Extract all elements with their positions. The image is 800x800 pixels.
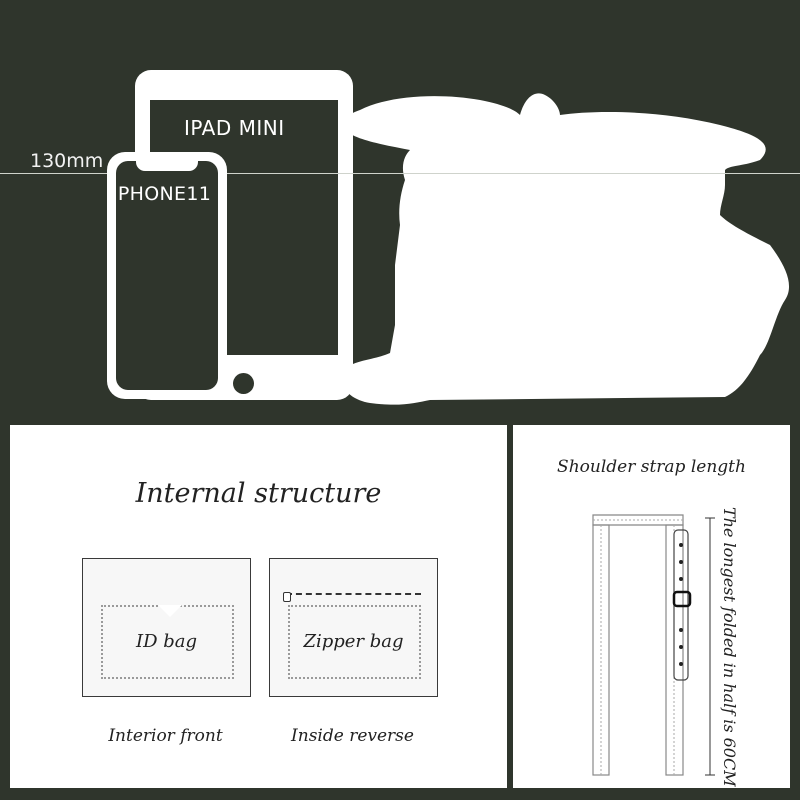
iphone-notch — [136, 161, 198, 171]
zipper-pull-icon — [283, 592, 291, 602]
internal-structure-panel: Internal structure ID bag Interior front… — [10, 425, 507, 788]
zipper-pocket — [288, 605, 421, 679]
size-comparison-section: IPAD MINI 130mm IPHONE11 — [0, 70, 800, 405]
zipper-line — [286, 593, 421, 599]
iphone-label: IPHONE11 — [112, 183, 212, 205]
bag-silhouette — [341, 93, 790, 405]
strap-panel: Shoulder strap length The longest folded… — [513, 425, 790, 788]
inside-reverse-caption: Inside reverse — [291, 726, 414, 746]
pocket-notch — [158, 605, 182, 617]
zipper-bag-card: Zipper bag — [269, 558, 438, 697]
iphone-screen — [116, 161, 218, 390]
height-reference-line — [0, 173, 800, 174]
strap-length-note: The longest folded in half is 60CM — [720, 507, 739, 787]
ipad-label: IPAD MINI — [184, 116, 285, 140]
id-bag-label: ID bag — [135, 631, 198, 652]
height-measurement: 130mm — [30, 150, 104, 172]
internal-structure-title: Internal structure — [135, 478, 382, 509]
strap-title: Shoulder strap length — [557, 457, 746, 477]
zipper-bag-label: Zipper bag — [303, 631, 404, 652]
id-pocket — [101, 605, 234, 679]
interior-front-caption: Interior front — [108, 726, 223, 746]
id-bag-card: ID bag — [82, 558, 251, 697]
strap-diagram — [592, 514, 715, 776]
ipad-home-button — [233, 373, 254, 394]
